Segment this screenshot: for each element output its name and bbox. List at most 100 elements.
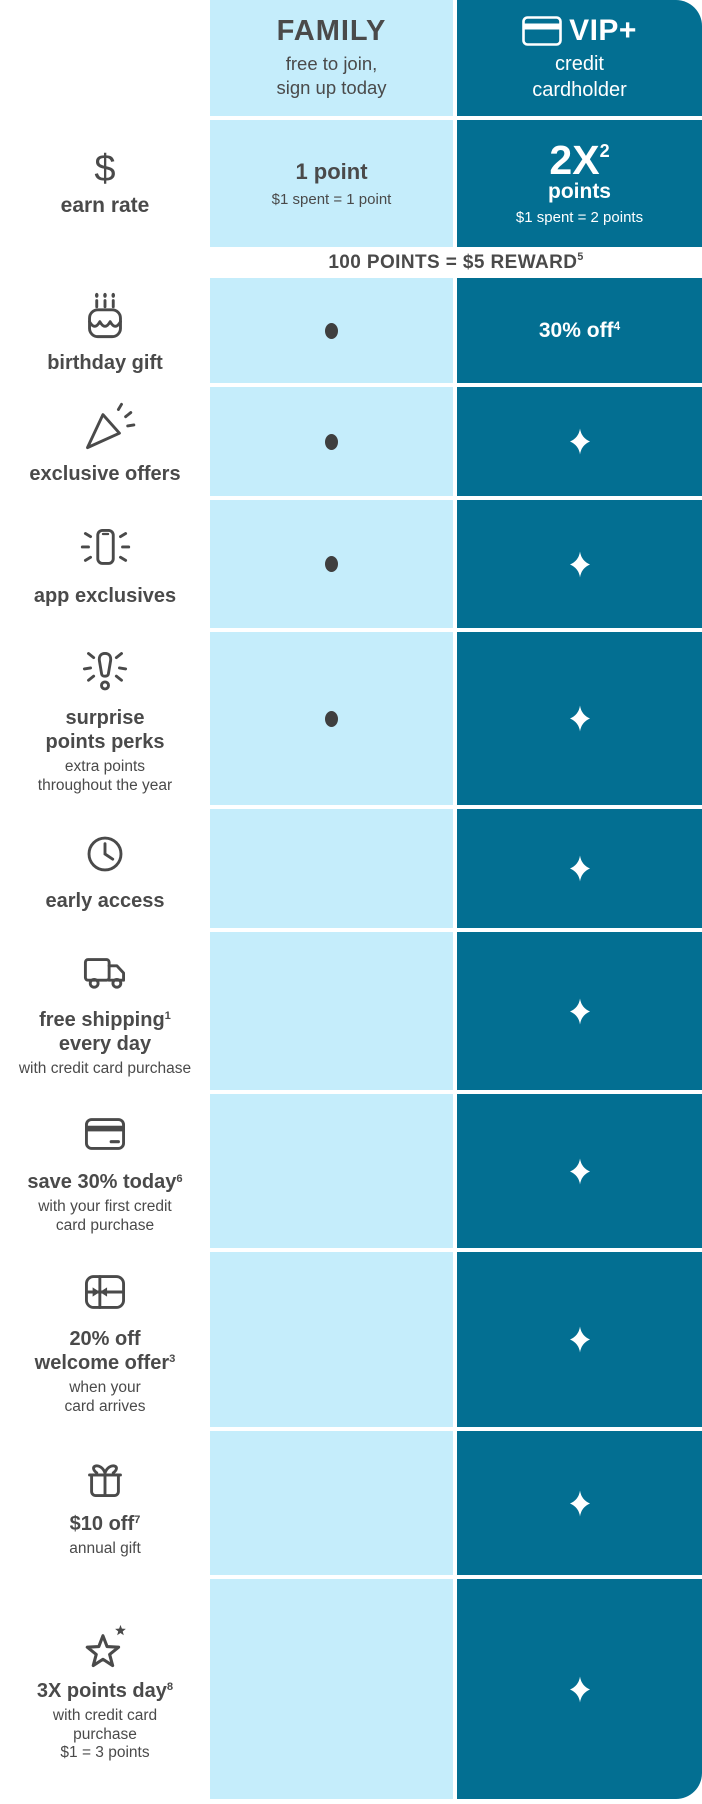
vip-earn-value: 2X2 — [549, 136, 610, 183]
birthday-cake-icon — [72, 287, 138, 345]
footnote-superscript: 2 — [599, 141, 610, 162]
gift-box-icon — [72, 1448, 138, 1506]
family-subtitle: free to join, sign up today — [276, 52, 387, 98]
included-dot — [325, 433, 338, 450]
sparkle-icon — [569, 1490, 590, 1517]
header-row: FAMILY free to join, sign up today VIP+ … — [0, 0, 702, 116]
included-dot — [325, 322, 338, 339]
benefit-title: exclusive offers — [29, 462, 181, 485]
earn-rate-family-cell: 1 point $1 spent = 1 point — [210, 120, 453, 247]
included-dot — [325, 556, 338, 572]
star-icon — [72, 1615, 138, 1673]
sparkle-icon — [569, 1676, 590, 1703]
benefit-title: early access — [45, 889, 165, 912]
vip-subtitle: credit cardholder — [532, 52, 627, 101]
three-x-points-day-vip-cell — [457, 1579, 702, 1799]
ten-dollars-off-vip-cell — [457, 1431, 702, 1575]
birthday-gift-family-cell — [210, 278, 453, 383]
sparkle-icon — [569, 705, 590, 732]
phone-icon — [72, 520, 138, 578]
included-dot — [325, 710, 338, 727]
truck-icon — [72, 944, 138, 1002]
app-exclusives-vip-cell — [457, 500, 702, 628]
free-shipping-every-day-vip-cell — [457, 932, 702, 1090]
sparkle-icon — [569, 1326, 590, 1353]
header-label-spacer — [0, 0, 210, 116]
credit-card-icon — [522, 15, 562, 46]
vip-earn-detail: $1 spent = 2 points — [515, 209, 644, 227]
footnote-superscript: 8 — [166, 1681, 174, 1694]
three-x-points-day-family-cell — [210, 1579, 453, 1799]
benefit-subtext: with credit card purchase — [18, 1059, 192, 1077]
footnote-superscript: 4 — [613, 320, 621, 334]
family-title: FAMILY — [276, 15, 387, 48]
benefit-title: 3X points day8 — [36, 1679, 174, 1702]
welcome-offer-20-family-cell — [210, 1252, 453, 1427]
party-popper-icon — [72, 398, 138, 456]
early-access-family-cell — [210, 809, 453, 928]
save-30-today-vip-cell — [457, 1094, 702, 1248]
footnote-superscript: 7 — [134, 1514, 141, 1527]
surprise-icon — [72, 642, 138, 700]
sparkle-icon — [569, 428, 590, 455]
footnote-superscript: 6 — [176, 1172, 183, 1185]
vip-benefit-value: 30% off4 — [538, 318, 621, 342]
sparkle-icon — [569, 855, 590, 882]
vip-column-header: VIP+ credit cardholder — [457, 0, 702, 116]
row-earn-rate: $ earn rate 1 point $1 spent = 1 point 2… — [0, 120, 702, 247]
benefit-rows: birthday gift 30% off4 exclusive offers app… — [0, 278, 702, 1799]
dollar-icon: $ — [94, 147, 116, 190]
vip-earn-points-label: points — [548, 180, 611, 204]
credit-card-icon — [72, 1106, 138, 1164]
save-30-today-family-cell — [210, 1094, 453, 1248]
early-access-vip-cell — [457, 809, 702, 928]
free-shipping-every-day-family-cell — [210, 932, 453, 1090]
footnote-superscript: 5 — [577, 250, 584, 263]
row-app-exclusives: app exclusives — [0, 500, 702, 628]
surprise-points-perks-family-cell — [210, 632, 453, 805]
family-earn-value: 1 point — [295, 159, 368, 184]
welcome-offer-20-vip-cell — [457, 1252, 702, 1427]
earn-rate-vip-cell: 2X2 points $1 spent = 2 points — [457, 120, 702, 247]
footnote-superscript: 1 — [164, 1010, 171, 1023]
benefit-subtext: annual gift — [69, 1539, 141, 1557]
row-exclusive-offers: exclusive offers — [0, 387, 702, 496]
exclusive-offers-vip-cell — [457, 387, 702, 496]
birthday-gift-vip-cell: 30% off4 — [457, 278, 702, 383]
family-column-header: FAMILY free to join, sign up today — [210, 0, 453, 116]
app-exclusives-label: app exclusives — [0, 500, 210, 628]
sparkle-icon — [569, 1158, 590, 1185]
early-access-label: early access — [0, 809, 210, 928]
gift-flat-icon — [72, 1263, 138, 1321]
row-early-access: early access — [0, 809, 702, 928]
clock-icon — [72, 825, 138, 883]
sparkle-icon — [569, 998, 590, 1025]
benefit-title: save 30% today6 — [27, 1171, 183, 1194]
row-birthday-gift: birthday gift 30% off4 — [0, 278, 702, 383]
vip-title: VIP+ — [569, 13, 637, 47]
family-earn-detail: $1 spent = 1 point — [271, 191, 392, 208]
footnote-superscript: 3 — [169, 1353, 176, 1366]
earn-rate-label: $ earn rate — [0, 120, 210, 247]
birthday-gift-label: birthday gift — [0, 278, 210, 383]
sparkle-icon — [569, 551, 590, 578]
benefit-title: birthday gift — [47, 351, 163, 374]
exclusive-offers-label: exclusive offers — [0, 387, 210, 496]
